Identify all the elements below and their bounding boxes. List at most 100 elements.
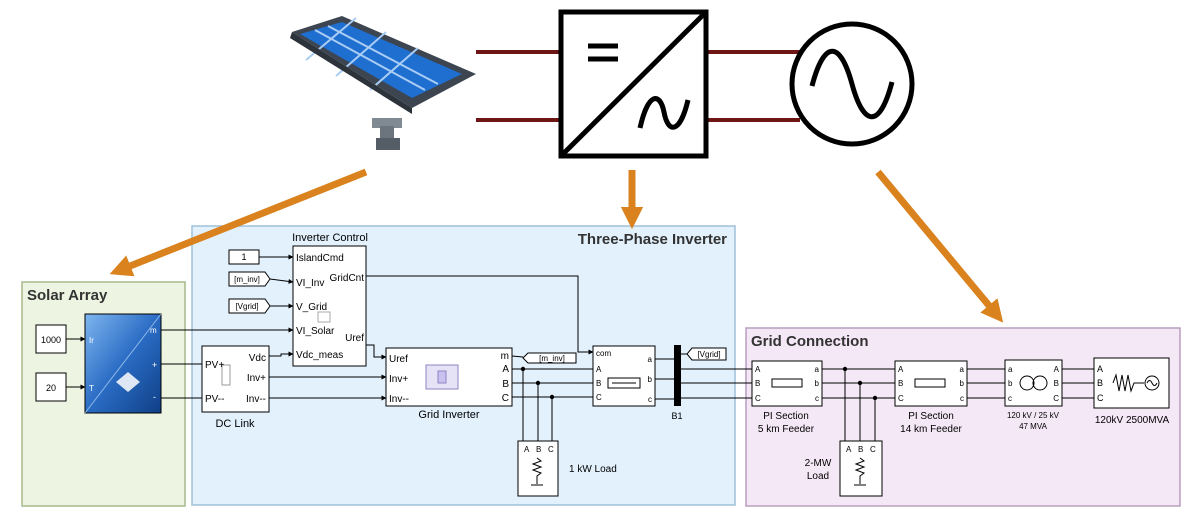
island-cmd-constant[interactable]: 1 (228, 249, 260, 265)
region-solar-array-title: Solar Array (27, 287, 108, 304)
transformer-line1: 120 kV / 25 kV (1007, 411, 1060, 420)
arrow-to-grid (875, 169, 1004, 323)
dc-inv-plus: Inv+ (247, 373, 266, 384)
pi-section-5km-block[interactable]: A B C a b c (751, 360, 823, 407)
gi-out-b: B (502, 379, 509, 390)
pi5-c-out: c (815, 394, 819, 403)
island-const-value: 1 (241, 252, 246, 262)
pi14-b-in: B (898, 379, 903, 388)
load-1kw-c: C (548, 445, 554, 454)
load-2mw-a: A (846, 445, 852, 454)
irradiance-value: 1000 (41, 335, 61, 345)
goto-tag-m-inv[interactable]: [m_inv] (522, 352, 577, 364)
pi14-a-in: A (898, 365, 904, 374)
dc-ac-converter-icon (558, 9, 709, 159)
source-block[interactable]: A B C (1093, 357, 1170, 409)
dc-inv-minus: Inv-- (246, 394, 266, 405)
pi-5km-line2: 5 km Feeder (758, 424, 815, 435)
grid-inverter-block[interactable]: Uref Inv+ Inv-- m A B C (385, 347, 513, 407)
source-a: A (1097, 364, 1103, 374)
inverter-wires (511, 353, 687, 441)
ac-source-icon (789, 21, 915, 147)
from-vgrid-label: [Vgrid] (235, 302, 258, 311)
breaker-com: com (596, 349, 611, 358)
from-tag-m-inv[interactable]: [m_inv] (228, 271, 271, 287)
load-2mw-line1: 2-MW (805, 458, 832, 469)
control-wires (259, 254, 594, 401)
load-1kw-b: B (536, 445, 541, 454)
pi5-b-in: B (755, 379, 760, 388)
solar-wires (66, 327, 294, 399)
xfmr-b-in: b (1008, 379, 1013, 388)
pi14-c-in: C (898, 394, 904, 403)
port-minus: - (153, 392, 156, 402)
pi-14km-line1: PI Section (908, 411, 954, 422)
breaker-a-out: a (648, 355, 653, 364)
pi5-c-in: C (755, 394, 761, 403)
port-ir: Ir (89, 336, 94, 345)
temperature-value: 20 (46, 383, 56, 393)
dc-pv-plus: PV+ (205, 360, 224, 371)
in-vdc-meas: Vdc_meas (296, 350, 343, 361)
xfmr-b-out: B (1054, 379, 1059, 388)
gi-in-inv-minus: Inv-- (389, 394, 409, 405)
arrow-to-solar-array (109, 168, 368, 277)
pi-5km-line1: PI Section (763, 411, 809, 422)
transformer-block[interactable]: a b c A B C (1004, 359, 1063, 407)
load-1kw-a: A (524, 445, 530, 454)
goto-tag-vgrid[interactable]: [Vgrid] (686, 347, 727, 361)
xfmr-c-out: C (1053, 394, 1059, 403)
region-inverter-title: Three-Phase Inverter (578, 231, 727, 248)
temperature-constant[interactable]: 20 (35, 372, 67, 402)
grid-wires (681, 368, 1094, 441)
pi5-a-out: a (815, 365, 820, 374)
source-label: 120kV 2500MVA (1095, 415, 1170, 426)
breaker-b-out: b (648, 375, 653, 384)
out-uref: Uref (345, 333, 364, 344)
pi14-a-out: a (960, 365, 965, 374)
breaker-c-out: c (648, 395, 652, 404)
breaker-c-in: C (596, 393, 602, 402)
pi5-b-out: b (815, 379, 820, 388)
in-v-grid: V_Grid (296, 302, 327, 313)
pi14-b-out: b (960, 379, 965, 388)
grid-inverter-label: Grid Inverter (418, 409, 479, 421)
source-c: C (1097, 393, 1104, 403)
port-t: T (89, 384, 94, 393)
dc-link-label: DC Link (215, 418, 255, 430)
pointer-arrows (109, 168, 1004, 323)
breaker-b-in: B (596, 379, 601, 388)
load-2mw-block[interactable]: A B C (839, 440, 883, 497)
in-island-cmd: IslandCmd (296, 253, 344, 264)
source-b: B (1097, 378, 1103, 388)
breaker-block[interactable]: com A B C a b c (592, 345, 656, 407)
dc-vdc: Vdc (249, 353, 266, 364)
inverter-control-block[interactable]: IslandCmd VI_Inv V_Grid VI_Solar Vdc_mea… (292, 245, 367, 367)
gi-out-m: m (501, 351, 509, 362)
dc-link-block[interactable]: PV+ PV-- Vdc Inv+ Inv-- (201, 345, 270, 413)
goto-vgrid-label: [Vgrid] (697, 350, 720, 359)
breaker-a-in: A (596, 365, 602, 374)
solar-module-block[interactable]: Ir T m + - (84, 313, 162, 414)
pi-section-14km-block[interactable]: A B C a b c (894, 360, 968, 407)
in-vi-inv: VI_Inv (296, 278, 324, 289)
bus-b1-label: B1 (671, 411, 682, 421)
from-tag-vgrid[interactable]: [Vgrid] (228, 298, 271, 314)
port-plus: + (152, 360, 157, 370)
power-lines (476, 50, 800, 122)
region-grid-title: Grid Connection (751, 333, 869, 350)
pi5-a-in: A (755, 365, 761, 374)
load-1kw-block[interactable]: A B C (517, 440, 559, 497)
load-2mw-line2: Load (807, 471, 829, 482)
xfmr-a-out: A (1054, 365, 1060, 374)
goto-m-inv-label: [m_inv] (539, 354, 565, 363)
bus-b1[interactable] (674, 345, 681, 406)
gi-out-c: C (502, 393, 509, 404)
xfmr-c-in: c (1008, 394, 1012, 403)
irradiance-constant[interactable]: 1000 (35, 324, 67, 354)
port-m: m (150, 326, 157, 335)
load-1kw-label: 1 kW Load (569, 464, 617, 475)
pi14-c-out: c (960, 394, 964, 403)
out-gridcnt: GridCnt (330, 273, 365, 284)
